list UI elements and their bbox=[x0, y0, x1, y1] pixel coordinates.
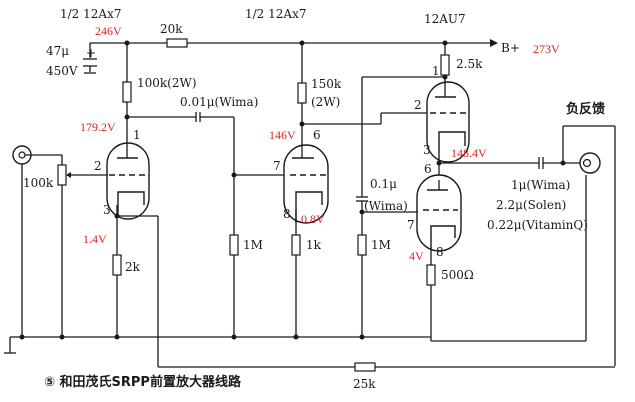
resistor-25k-feedback bbox=[354, 362, 376, 372]
svg-text:8: 8 bbox=[283, 207, 291, 221]
svg-text:7: 7 bbox=[407, 218, 415, 232]
tube-v1-label: 1/2 12Ax7 bbox=[60, 7, 121, 21]
label-output-cap-3: 0.22μ(VitaminQ) bbox=[487, 218, 588, 232]
label-2w: (2W) bbox=[311, 95, 340, 109]
resistor-1m-grid3 bbox=[357, 234, 367, 256]
tube-v2-label: 1/2 12Ax7 bbox=[245, 7, 306, 21]
label-100k-2w: 100k(2W) bbox=[137, 76, 197, 90]
label-2-5k: 2.5k bbox=[456, 57, 483, 71]
node-voltage-246: 246V bbox=[95, 24, 122, 38]
label-20k: 20k bbox=[160, 22, 183, 36]
filter-capacitor: + bbox=[83, 46, 97, 74]
resistor-2-5k bbox=[440, 54, 450, 76]
label-2k: 2k bbox=[125, 260, 141, 274]
supply-rail bbox=[89, 38, 498, 58]
label-47u: 47μ bbox=[46, 44, 69, 58]
tube-v3-lower bbox=[416, 174, 462, 252]
svg-text:7: 7 bbox=[273, 159, 281, 173]
label-1m-grid3: 1M bbox=[371, 238, 391, 252]
svg-text:1: 1 bbox=[133, 128, 141, 142]
cathode1-voltage: 1.4V bbox=[83, 232, 107, 246]
svg-text:2: 2 bbox=[414, 98, 422, 112]
label-1k: 1k bbox=[306, 238, 322, 252]
label-1m-grid2: 1M bbox=[243, 238, 263, 252]
stage2 bbox=[229, 43, 428, 337]
svg-text:6: 6 bbox=[424, 162, 432, 176]
resistor-150k-2w bbox=[297, 82, 307, 104]
label-25k: 25k bbox=[353, 377, 376, 391]
tube-v1 bbox=[106, 142, 150, 220]
label-0-01u-wima: 0.01μ(Wima) bbox=[180, 95, 258, 109]
plate1-voltage: 179.2V bbox=[80, 120, 116, 134]
cathode3-voltage: 4V bbox=[409, 249, 424, 263]
cathode2-voltage: 0.8V bbox=[301, 212, 325, 226]
resistor-20k bbox=[166, 38, 188, 48]
label-0-1u: 0.1μ bbox=[370, 177, 397, 191]
feedback-label: 负反馈 bbox=[566, 101, 605, 117]
svg-text:1: 1 bbox=[432, 64, 440, 78]
tube-v3-upper bbox=[426, 81, 470, 163]
tube-v2 bbox=[283, 144, 329, 224]
label-150k: 150k bbox=[311, 77, 342, 91]
b-plus-label: B+ bbox=[501, 41, 520, 55]
tube-v3-label: 12AU7 bbox=[424, 12, 466, 26]
label-500-ohm: 500Ω bbox=[441, 268, 474, 282]
svg-text:6: 6 bbox=[313, 128, 321, 142]
plate2-voltage: 146V bbox=[269, 128, 296, 142]
resistor-100k-2w bbox=[122, 81, 132, 103]
svg-text:+: + bbox=[86, 46, 96, 60]
svg-text:8: 8 bbox=[436, 245, 444, 259]
resistor-1k bbox=[291, 234, 301, 256]
label-450v: 450V bbox=[46, 64, 78, 78]
svg-text:3: 3 bbox=[103, 203, 111, 217]
b-plus-voltage: 273V bbox=[533, 42, 560, 56]
resistor-1m-grid2 bbox=[229, 234, 239, 256]
b-plus-arrow-icon bbox=[490, 39, 498, 47]
figure-caption: ⑤ 和田茂氏SRPP前置放大器线路 bbox=[44, 374, 242, 390]
label-100k-pot: 100k bbox=[23, 176, 54, 190]
input-pot-100k[interactable] bbox=[57, 164, 67, 186]
stage1 bbox=[12, 43, 235, 367]
ground-bus bbox=[4, 334, 615, 372]
label-wima: (Wima) bbox=[364, 199, 408, 213]
resistor-2k bbox=[112, 254, 122, 276]
svg-text:2: 2 bbox=[94, 159, 102, 173]
label-output-cap-2: 2.2μ(Solen) bbox=[496, 198, 566, 212]
stage3 bbox=[356, 43, 616, 366]
label-output-cap-1: 1μ(Wima) bbox=[511, 178, 570, 192]
mid-voltage: 148.4V bbox=[451, 146, 487, 160]
svg-text:3: 3 bbox=[423, 143, 431, 157]
resistor-500-ohm bbox=[426, 264, 436, 286]
